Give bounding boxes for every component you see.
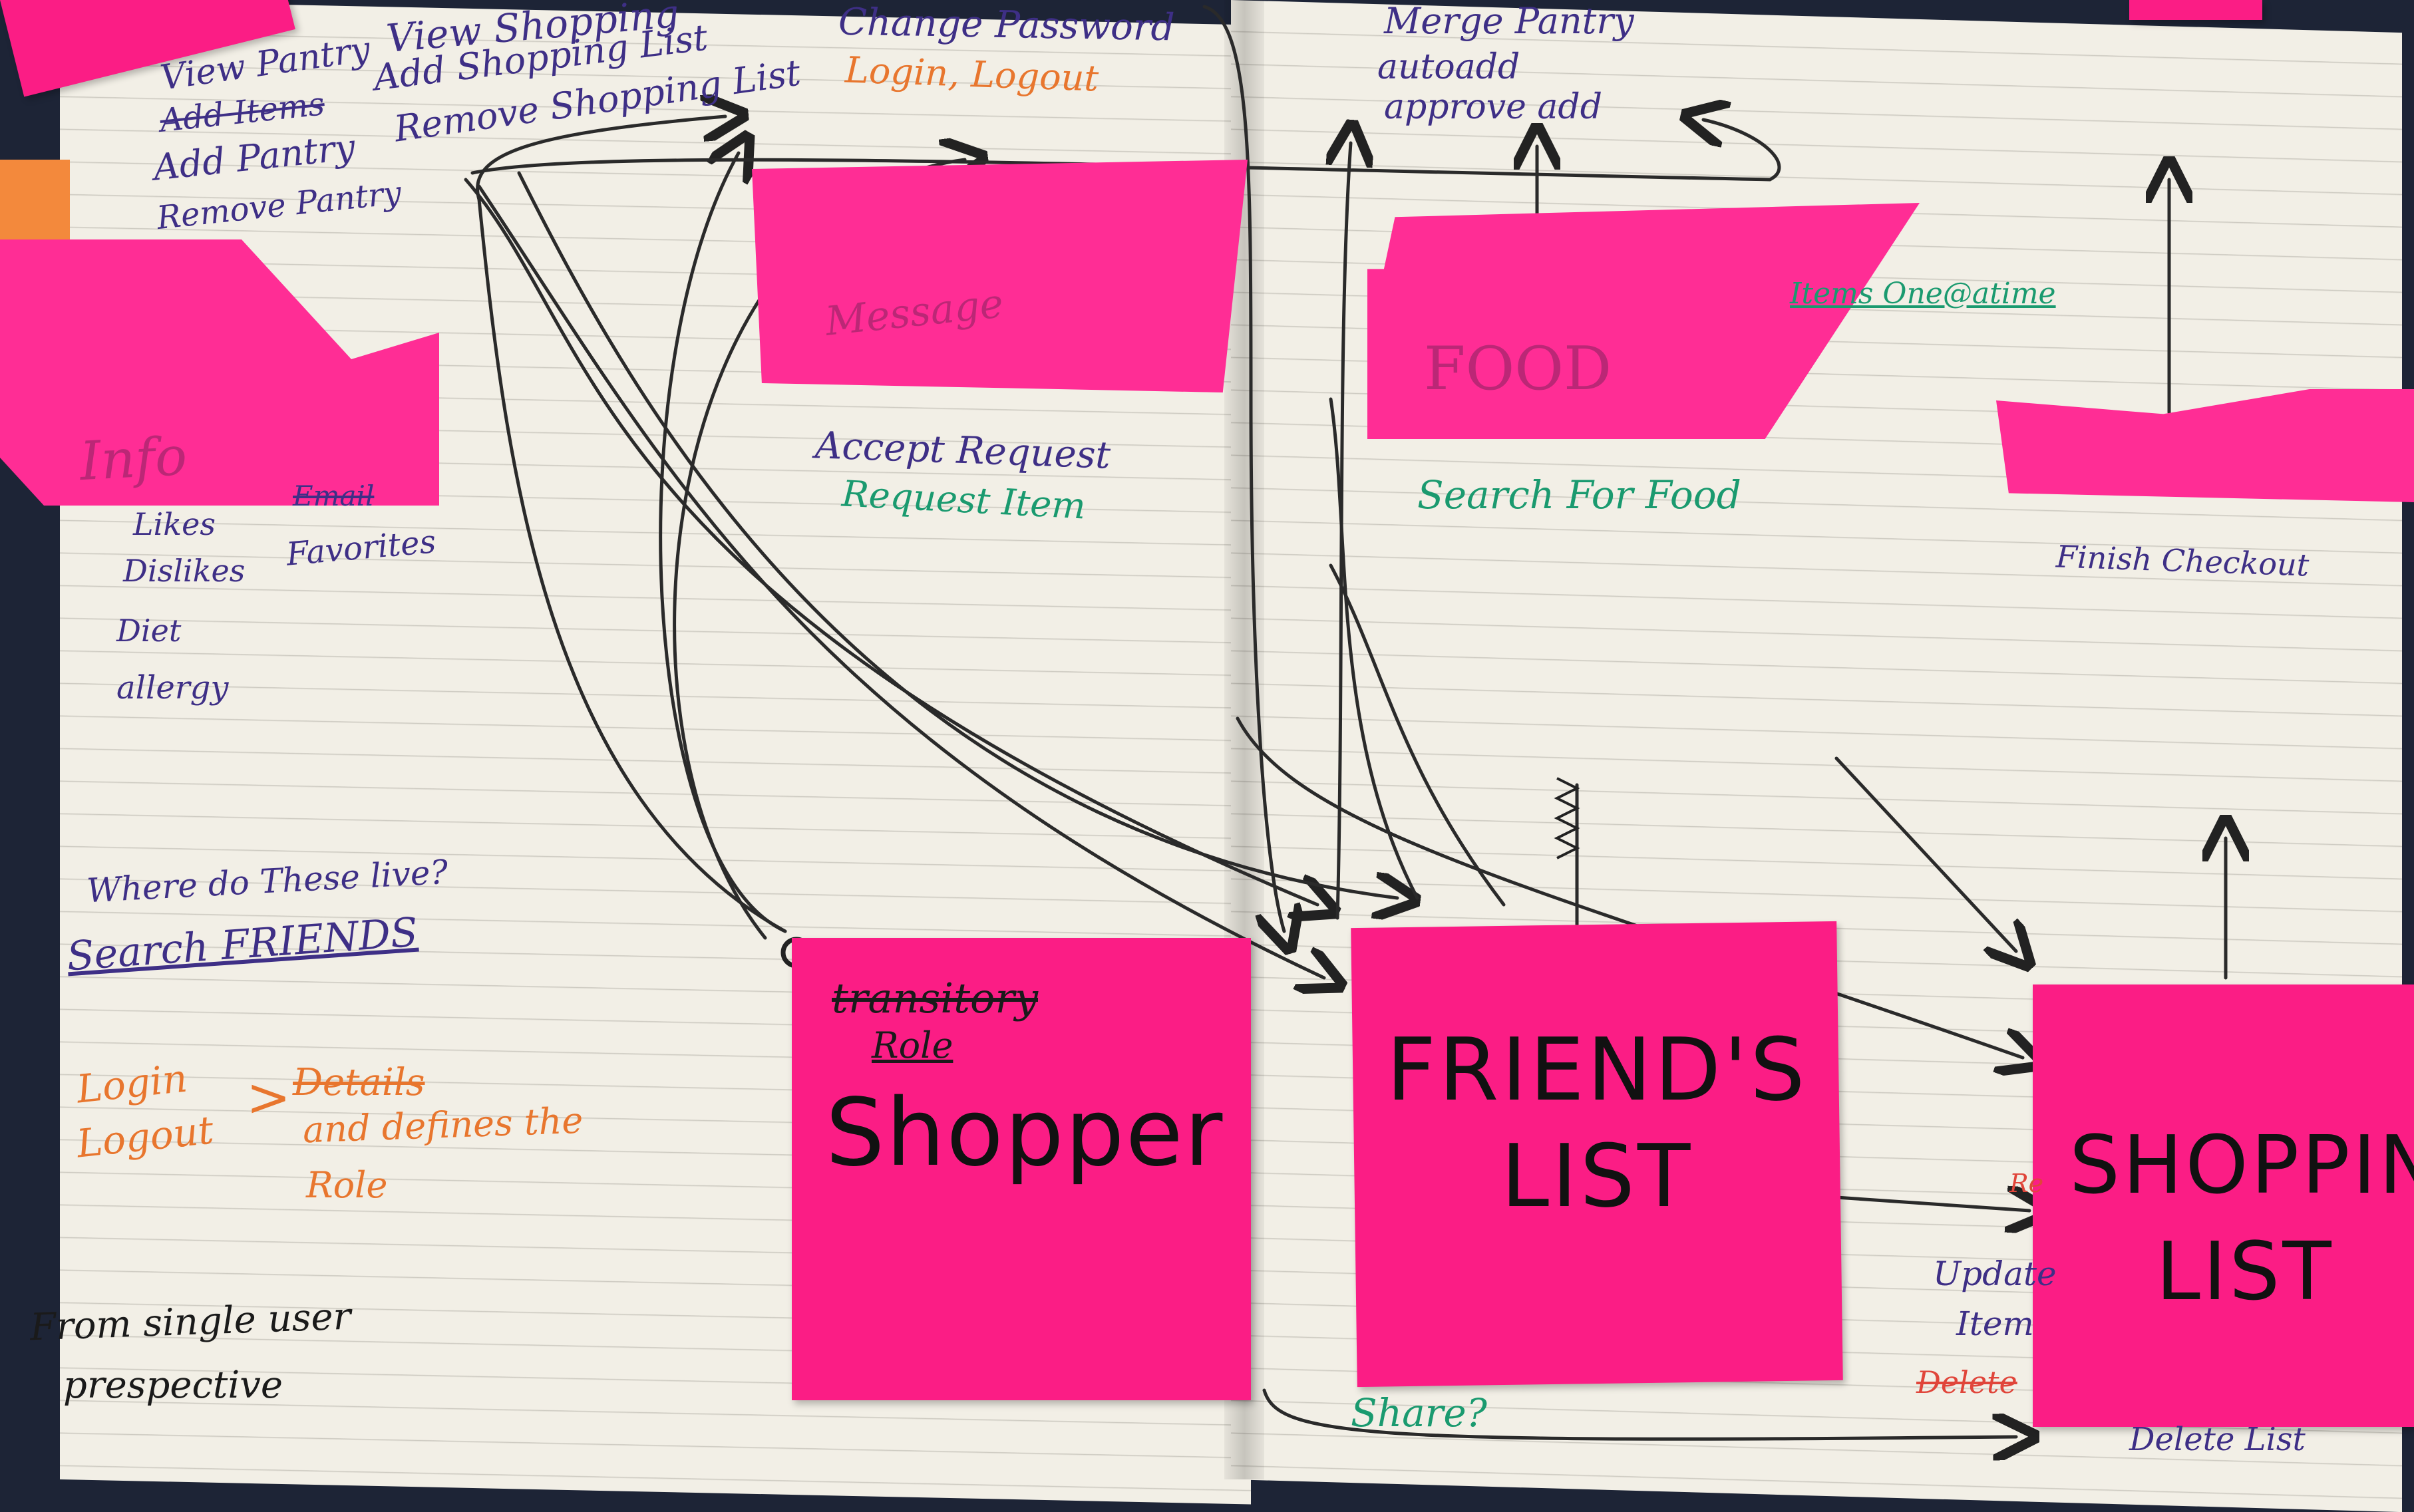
note-dislikes: Dislikes — [123, 553, 246, 589]
tab-note-center — [752, 160, 1248, 392]
note-finish-checkout: Finish Checkout — [2055, 538, 2310, 583]
note-update: Update — [1933, 1255, 2057, 1293]
note-change-password: Change Password — [838, 0, 1175, 50]
shopping-list-line1: SHOPPING — [2069, 1120, 2414, 1212]
note-approve-add: approve add — [1384, 87, 1602, 127]
note-autoadd: autoadd — [1377, 47, 1520, 87]
note-items-one-at-a-time: Items One@atime — [1790, 277, 2056, 311]
note-likes: Likes — [133, 506, 216, 542]
friends-list-line1: FRIEND'S — [1386, 1019, 1808, 1120]
arrow-line — [1202, 5, 1284, 931]
arrow-line — [476, 116, 787, 933]
arrow-line — [659, 153, 787, 933]
sticky-note-shopping-list — [2033, 984, 2414, 1427]
arrow-line — [1329, 397, 1419, 900]
note-arrow-symbol: > — [246, 1066, 291, 1128]
arrow-line — [1834, 1197, 2029, 1211]
note-accept-request: Accept Request — [814, 424, 1112, 478]
arrow-line — [477, 184, 1324, 978]
tab-note-right — [1996, 389, 2414, 502]
note-re: Re — [2009, 1169, 2044, 1198]
friends-list-line2: LIST — [1500, 1126, 1693, 1227]
note-email-crossed: Email — [293, 480, 375, 512]
note-perspective: prespective — [63, 1364, 283, 1407]
arrow-line — [517, 171, 1397, 898]
note-allergy: allergy — [116, 669, 229, 706]
shopping-list-line2: LIST — [2156, 1226, 2334, 1318]
note-delete-list: Delete List — [2129, 1421, 2306, 1458]
tab-note-food-label: FOOD — [1424, 334, 1612, 404]
corner-sticky-top-right — [2129, 0, 2262, 20]
arrow-line — [1337, 143, 1351, 920]
note-role: Role — [306, 1164, 388, 1206]
arrow-line — [1834, 756, 2016, 951]
shopper-role-label: Role — [872, 1024, 953, 1066]
zigzag-mark — [1554, 777, 1580, 859]
note-from-single-user: From single user — [29, 1294, 352, 1350]
note-login-logout: Login, Logout — [844, 49, 1100, 100]
note-details-crossed: Details — [293, 1061, 425, 1104]
note-search-for-food: Search For Food — [1417, 472, 1741, 518]
tab-note-left-label: Info — [78, 424, 189, 493]
note-defines-the: and defines the — [302, 1099, 584, 1151]
arrow-line — [464, 178, 1317, 905]
note-item: Item — [1956, 1304, 2034, 1343]
note-delete-crossed: Delete — [1916, 1364, 2017, 1400]
note-login: Login — [74, 1055, 190, 1112]
note-diet: Diet — [116, 613, 182, 649]
arrow-line — [1329, 563, 1506, 907]
sticky-note-shopper — [792, 938, 1251, 1400]
note-share-question: Share? — [1351, 1390, 1487, 1436]
shopper-transitory-crossed: transitory — [832, 974, 1038, 1022]
arrow-line — [1262, 1388, 2016, 1439]
note-merge-pantry: Merge Pantry — [1384, 0, 1634, 42]
shopper-title: Shopper — [825, 1079, 1224, 1187]
